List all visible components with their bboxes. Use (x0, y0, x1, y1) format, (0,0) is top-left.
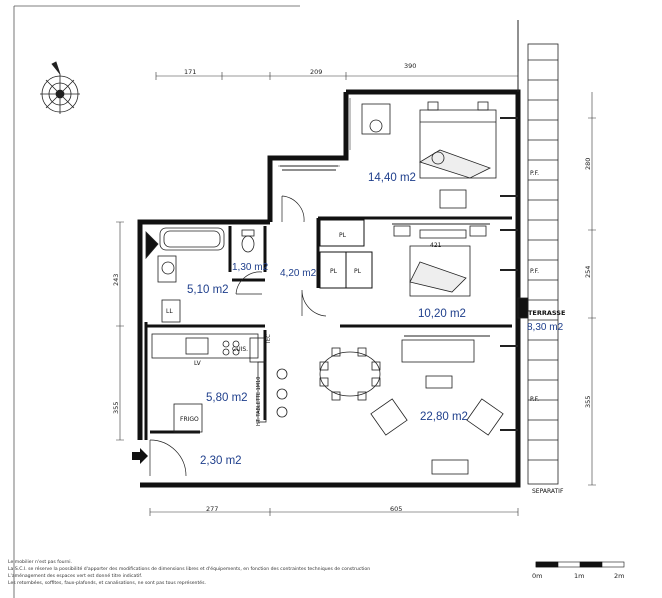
scale-label-1: 1m (574, 572, 585, 580)
window-label-2: P.F. (530, 268, 539, 275)
bed-width-label: 421 (430, 242, 442, 249)
dim-bottom-1: 277 (206, 505, 219, 513)
bedroom2-furniture (393, 225, 487, 297)
window-label-1: P.F. (530, 170, 539, 177)
window-label-3: P.F. (530, 396, 539, 403)
dim-right-1: 280 (584, 157, 592, 170)
dishwasher-label: LV (194, 360, 201, 367)
room-area-terrace: 8,30 m2 (527, 322, 564, 333)
interior-walls (144, 216, 512, 440)
dim-top-1: 171 (184, 68, 197, 76)
dimension-lines (116, 72, 596, 516)
dim-right-2: 254 (584, 265, 592, 278)
room-area-hall: 4,20 m2 (280, 268, 317, 279)
room-area-bedroom1: 14,40 m2 (368, 172, 416, 184)
bedroom1-furniture (361, 101, 497, 209)
wc-fixtures (241, 229, 255, 253)
separatif-label: SEPARATIF (532, 488, 564, 495)
chairs (319, 347, 381, 401)
dim-right-3: 355 (584, 395, 592, 408)
dim-top-3: 390 (404, 62, 417, 70)
note-line-4: Les retombées, soffites, faux-plafonds, … (8, 581, 206, 586)
closet-label-1: PL (339, 232, 346, 239)
scale-label-2: 2m (614, 572, 625, 580)
kitchen-fixtures (151, 333, 288, 433)
closet-label-2: PL (330, 268, 337, 275)
cooktop-label: CUIS. (232, 346, 249, 353)
room-area-kitchen: 5,80 m2 (206, 392, 248, 404)
room-area-wc: 1,30 m2 (232, 262, 269, 273)
note-line-2: La S.C.I. se réserve la possibilité d'ap… (8, 567, 371, 572)
room-area-living: 22,80 m2 (420, 411, 468, 423)
closet-label-3: PL (354, 268, 361, 275)
terrace-strip (500, 20, 559, 485)
room-area-bathroom: 5,10 m2 (187, 284, 229, 296)
dim-bottom-2: 605 (390, 505, 403, 513)
compass-rose-icon (40, 61, 80, 114)
note-line-1: Le mobilier n'est pas fourni. (8, 560, 73, 565)
scale-label-0: 0m (532, 572, 543, 580)
room-area-entry: 2,30 m2 (200, 455, 242, 467)
tec-label: TEC (266, 334, 272, 344)
dim-left-2: 355 (112, 401, 120, 414)
terrace-label: TERRASSE (528, 309, 566, 317)
living-furniture (319, 339, 504, 475)
door-swings (149, 195, 327, 477)
room-area-bedroom2: 10,20 m2 (418, 308, 466, 320)
note-line-3: L'aménagement des espaces vert est donné… (8, 574, 143, 579)
washer-label: LL (166, 308, 173, 315)
dim-top-2: 209 (310, 68, 323, 76)
dim-left-1: 243 (112, 273, 120, 286)
exterior-walls (137, 89, 521, 488)
entry-arrow-icon (132, 448, 148, 464)
bathroom-fixtures (145, 227, 225, 323)
sheet-border (13, 5, 300, 598)
radiators (280, 165, 490, 337)
fridge-label: FRIGO (180, 416, 199, 423)
scale-bar (535, 561, 625, 568)
counter-height-label: HT. TABLETTE 1M10 (256, 376, 262, 427)
closets (319, 219, 373, 289)
